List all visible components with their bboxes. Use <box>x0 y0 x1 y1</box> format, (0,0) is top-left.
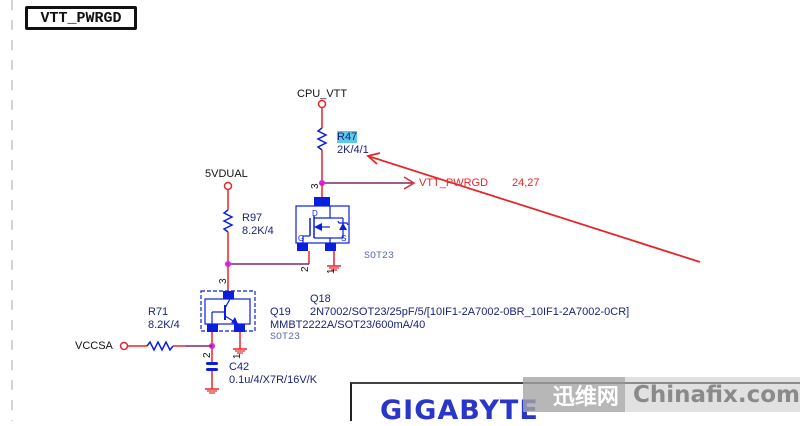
annotation-arrow <box>367 155 701 263</box>
q18-pin-source: 1 <box>326 268 337 274</box>
r47-resistor-icon <box>316 127 328 151</box>
c42-value: 0.1u/4/X7R/16V/K <box>229 374 318 386</box>
ground-icon <box>205 388 219 394</box>
r71-value: 8.2K/4 <box>148 319 180 331</box>
gigabyte-logo: GIGABYTE <box>380 395 539 426</box>
q18-ref: Q18 <box>310 293 331 305</box>
cpu-vtt-label: CPU_VTT <box>297 88 348 100</box>
q18-s-label: S <box>341 234 346 243</box>
arrowhead-icon <box>366 152 381 165</box>
cpu-vtt-port-icon <box>317 99 327 109</box>
q18-d-label: D <box>312 209 318 218</box>
q18-pin-drain: 3 <box>310 183 321 189</box>
r97-resistor-icon <box>222 209 234 233</box>
vtt-pwrgd-net-label: VTT_PWRGD <box>419 177 489 189</box>
vccsa-port-icon <box>119 341 129 351</box>
5vdual-label: 5VDUAL <box>205 168 248 180</box>
watermark-cn: 迅维网 <box>523 377 625 412</box>
c42-ref: C42 <box>229 361 250 373</box>
vtt-pwrgd-page-refs: 24,27 <box>512 177 540 189</box>
q18-package: SOT23 <box>364 251 395 262</box>
offpage-arrow-icon <box>403 176 416 190</box>
5vdual-port-icon <box>223 181 233 191</box>
q18-mosfet-icon: D G S <box>295 197 350 251</box>
watermark: 迅维网 Chinafix.com <box>523 377 800 412</box>
q19-value: MMBT2222A/SOT23/600mA/40 <box>270 319 426 331</box>
r97-value: 8.2K/4 <box>242 225 274 237</box>
q19-pin-collector: 3 <box>218 278 229 284</box>
q18-pin-gate: 2 <box>300 266 311 272</box>
r47-value: 2K/4/1 <box>337 144 369 156</box>
q19-ref: Q19 <box>270 306 291 318</box>
q18-g-label: G <box>298 234 304 243</box>
q19-bjt-icon <box>200 290 256 332</box>
r97-ref: R97 <box>242 212 263 224</box>
q18-value: 2N7002/SOT23/25pF/5/[10IF1-2A7002-0BR_10… <box>310 306 630 318</box>
r71-ref: R71 <box>148 306 169 318</box>
q19-pin-emitter: 1 <box>232 353 243 359</box>
c42-capacitor-icon <box>206 362 218 371</box>
vccsa-label: VCCSA <box>75 340 113 352</box>
watermark-en: Chinafix.com <box>632 381 800 408</box>
junction-dot <box>225 261 231 267</box>
ground-icon <box>233 348 247 354</box>
q19-pin-base: 2 <box>202 352 213 358</box>
r71-resistor-icon <box>146 340 174 352</box>
sheet-title-box: VTT_PWRGD <box>25 6 137 30</box>
q19-package: SOT23 <box>270 332 301 343</box>
ground-icon <box>327 265 341 271</box>
r47-ref: R47 <box>337 131 358 143</box>
